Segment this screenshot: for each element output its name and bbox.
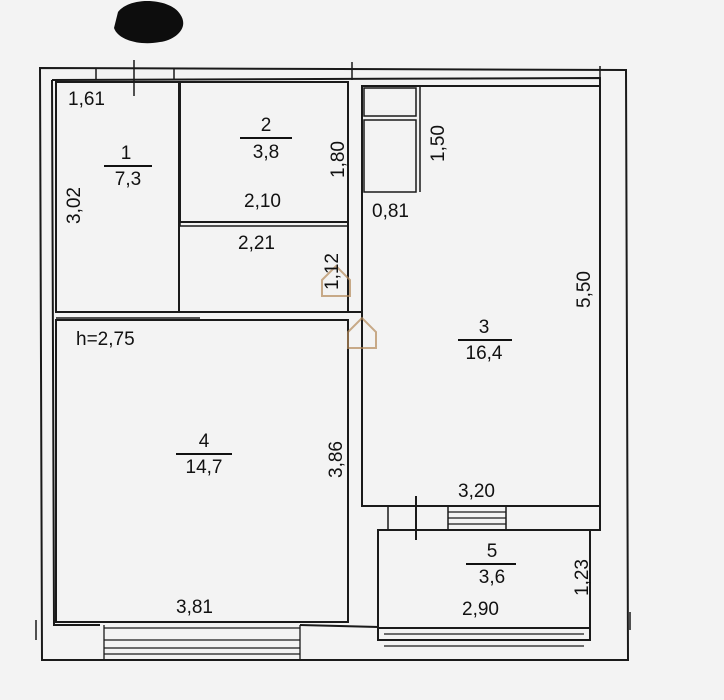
dim-2-10: 2,10 (244, 191, 281, 212)
room-2-fraction-line (240, 137, 292, 139)
dim-3-02: 3,02 (63, 187, 85, 224)
closet-upper (363, 87, 417, 117)
room-4-fraction-line (176, 453, 232, 455)
room-3-area: 16,4 (465, 343, 503, 364)
room-3-number: 3 (478, 317, 490, 338)
room-5-fraction-line (466, 563, 516, 565)
room-2-number: 2 (260, 115, 272, 136)
window-room5 (384, 627, 584, 647)
dim-5-50: 5,50 (573, 271, 595, 308)
room-4 (55, 319, 349, 623)
dim-2-90: 2,90 (462, 599, 499, 620)
room-3-fraction-line (458, 339, 512, 341)
dim-0-81: 0,81 (372, 201, 409, 222)
dim-1-23: 1,23 (571, 559, 593, 596)
room-1-number: 1 (120, 143, 132, 164)
dim-1-12: 1,12 (321, 253, 343, 290)
room-2-area: 3,8 (252, 142, 280, 163)
ceiling-height-label: h=2,75 (76, 329, 135, 350)
dim-3-86: 3,86 (325, 441, 347, 478)
room-4-area: 14,7 (185, 457, 223, 478)
window-room4 (103, 625, 301, 660)
room-5-area: 3,6 (478, 567, 506, 588)
ink-blot (114, 0, 184, 44)
dim-2-21: 2,21 (238, 233, 275, 254)
room-3 (361, 85, 601, 507)
outer-wall (38, 66, 630, 661)
dim-1-61: 1,61 (68, 89, 105, 110)
dim-3-20: 3,20 (458, 481, 495, 502)
room-5-number: 5 (486, 541, 498, 562)
dim-3-81: 3,81 (176, 597, 213, 618)
room-1-area: 7,3 (114, 169, 142, 190)
room-1-fraction-line (104, 165, 152, 167)
dim-1-50: 1,50 (427, 125, 449, 162)
watermark-logo (321, 264, 377, 349)
room-4-number: 4 (198, 431, 210, 452)
closet-lower (363, 119, 417, 193)
dim-1-80: 1,80 (327, 141, 349, 178)
